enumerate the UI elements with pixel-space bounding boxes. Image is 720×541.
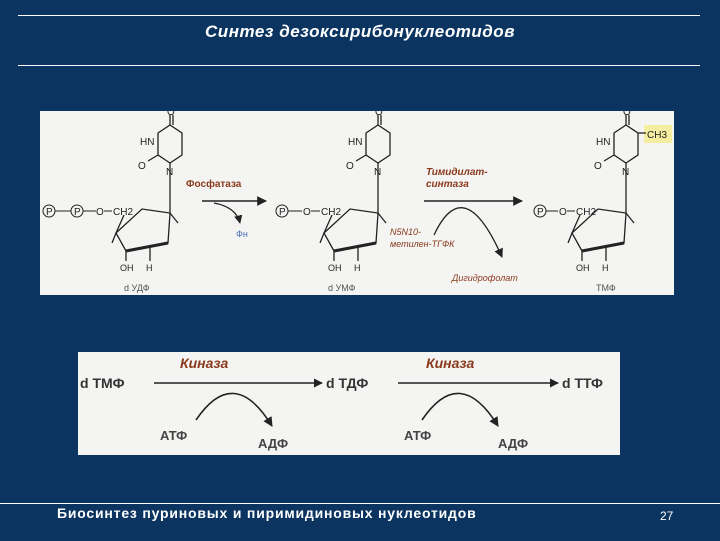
enzyme-phosphatase: Фосфатаза	[186, 178, 242, 190]
kinase1-side-arrow	[195, 392, 273, 427]
atom-oh-2: OH	[328, 263, 342, 273]
atom-hn-1: HN	[140, 137, 154, 148]
reaction2-side-arrow	[433, 207, 503, 258]
footer-caption: Биосинтез пуриновых и пиримидиновых нукл…	[57, 505, 477, 521]
dudp-molecule	[111, 115, 183, 261]
atom-o-left-3: O	[594, 161, 602, 172]
compound-dtmp: d ТМФ	[80, 375, 125, 391]
cofactor-line1: N5N10-	[390, 227, 421, 237]
title-top-rule	[18, 15, 700, 16]
compound-tmp: ТМФ	[596, 283, 616, 293]
methyl-highlight	[644, 125, 672, 143]
atom-h-2: H	[354, 263, 361, 273]
atom-o-link-3: O	[559, 207, 567, 218]
atom-o-link-2: O	[303, 207, 311, 218]
atom-o-top-3: O	[623, 111, 631, 118]
reaction1-side-arrow	[213, 202, 243, 224]
synthesis-scheme-svg: O HN O N P P O CH2 OH H d УДФ O HN O N P…	[42, 107, 672, 293]
kinase-scheme-panel: d ТМФ d ТДФ d ТТФ Киназа АТФ АДФ Киназа …	[78, 352, 620, 455]
atom-n-2: N	[374, 167, 381, 178]
methyl-group: CH3	[647, 130, 667, 141]
page-number: 27	[660, 509, 674, 523]
atom-o-left-2: O	[346, 161, 354, 172]
atom-o-link-1: O	[96, 207, 104, 218]
atom-oh-1: OH	[120, 263, 134, 273]
compound-dump: d УМФ	[328, 283, 356, 293]
cofactor-line2: метилен-ТГФК	[390, 239, 455, 249]
kinase-scheme-svg: d ТМФ d ТДФ d ТТФ Киназа АТФ АДФ Киназа …	[80, 355, 603, 451]
slide-title: Синтез дезоксирибонуклеотидов	[205, 22, 515, 41]
compound-dudp: d УДФ	[124, 283, 150, 293]
atom-oh-3: OH	[576, 263, 590, 273]
atom-o-top-1: O	[167, 111, 175, 118]
atom-n-3: N	[622, 167, 629, 178]
phosphate-1b: P	[74, 207, 81, 218]
tmp-molecule	[567, 115, 646, 261]
atom-hn-2: HN	[348, 137, 362, 148]
kinase2-side-arrow	[421, 392, 499, 427]
acceptor-adp-1: АДФ	[258, 436, 288, 451]
phosphate-1a: P	[46, 207, 53, 218]
atom-h-3: H	[602, 263, 609, 273]
atom-ch2-2: CH2	[321, 207, 341, 218]
byproduct-dihydrofolate: Дигидрофолат	[451, 273, 518, 283]
phosphate-2: P	[279, 207, 286, 218]
compound-dttp: d ТТФ	[562, 375, 603, 391]
atom-ch2-1: CH2	[113, 207, 133, 218]
atom-h-1: H	[146, 263, 153, 273]
atom-o-top-2: O	[375, 111, 383, 118]
donor-atp-2: АТФ	[404, 428, 431, 443]
phosphate-3: P	[537, 207, 544, 218]
dump-molecule	[319, 115, 391, 261]
donor-atp-1: АТФ	[160, 428, 187, 443]
atom-hn-3: HN	[596, 137, 610, 148]
title-bottom-rule	[18, 65, 700, 66]
atom-o-left-1: O	[138, 161, 146, 172]
compound-dtdp: d ТДФ	[326, 375, 368, 391]
enzyme-thymidylate-synthase-line2: синтаза	[426, 179, 469, 190]
atom-ch2-3: CH2	[576, 207, 596, 218]
atom-n-1: N	[166, 167, 173, 178]
product-phosphate: Фн	[236, 229, 248, 239]
acceptor-adp-2: АДФ	[498, 436, 528, 451]
enzyme-kinase-1: Киназа	[180, 355, 229, 371]
enzyme-thymidylate-synthase-line1: Тимидилат-	[426, 167, 488, 178]
enzyme-kinase-2: Киназа	[426, 355, 475, 371]
synthesis-scheme-panel: O HN O N P P O CH2 OH H d УДФ O HN O N P…	[40, 107, 674, 295]
footer-bar	[0, 503, 720, 541]
